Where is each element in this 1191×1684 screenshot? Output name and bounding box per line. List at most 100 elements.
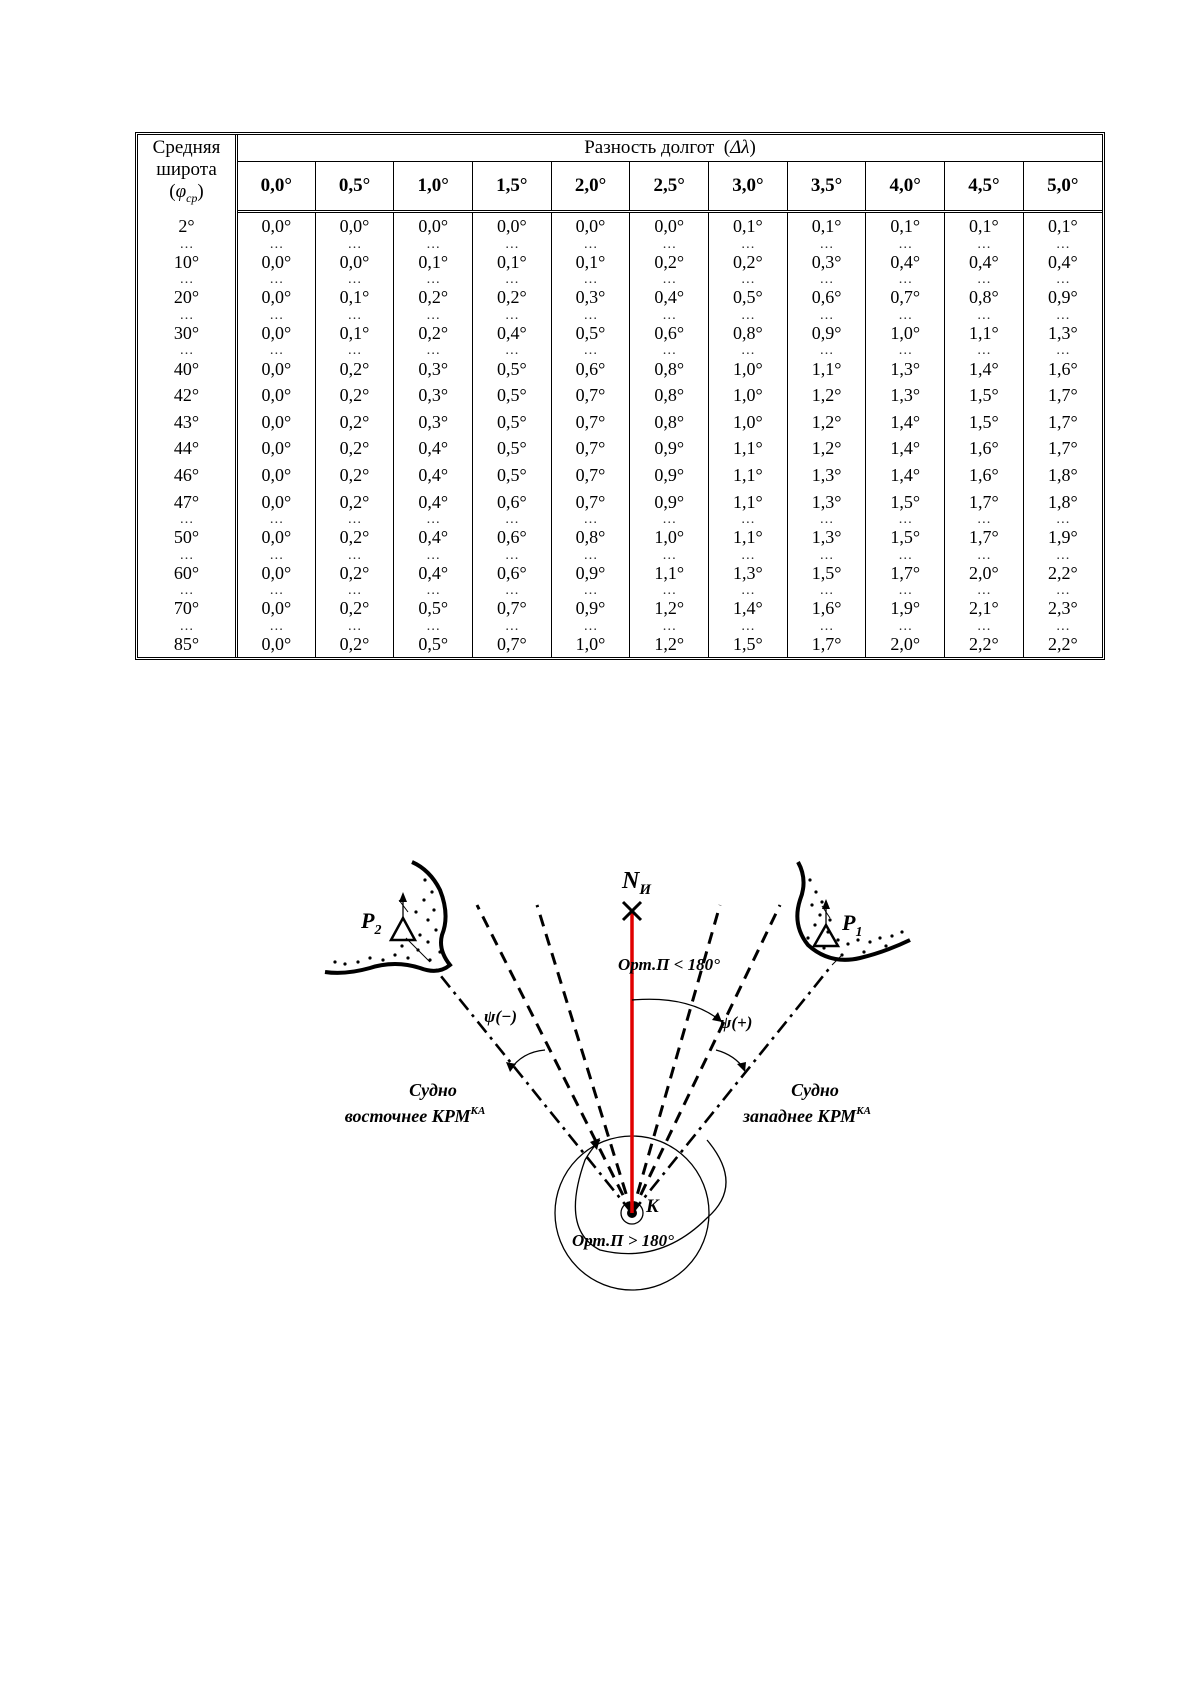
column-header: 0,0°: [235, 161, 316, 213]
ellipsis-cell: …: [1022, 584, 1102, 598]
correction-value-cell: 1,3°: [865, 355, 945, 382]
ellipsis-cell: …: [786, 619, 866, 633]
correction-value-cell: 0,2°: [314, 381, 394, 409]
correction-value-cell: 1,4°: [708, 595, 788, 622]
ellipsis-cell: …: [865, 619, 945, 633]
ellipsis-cell: …: [550, 237, 630, 251]
correction-value-cell: 0,7°: [472, 595, 552, 622]
correction-value-cell: 0,2°: [314, 523, 394, 551]
correction-value-cell: 0,0°: [393, 211, 473, 240]
ellipsis-cell: …: [944, 237, 1024, 251]
table-row: 2°0,0°0,0°0,0°0,0°0,0°0,0°0,1°0,1°0,1°0,…: [138, 211, 1102, 240]
ellipsis-cell: …: [944, 619, 1024, 633]
table-row: 47°0,0°0,2°0,4°0,6°0,7°0,9°1,1°1,3°1,5°1…: [138, 488, 1102, 515]
ellipsis-cell: …: [550, 512, 630, 526]
ellipsis-cell: …: [944, 344, 1024, 358]
correction-value-cell: 0,2°: [314, 461, 394, 489]
column-header: 2,5°: [629, 161, 709, 213]
ellipsis-cell: …: [314, 273, 394, 287]
ort-large-arrowhead: [590, 1138, 600, 1150]
correction-value-cell: 1,3°: [786, 461, 866, 489]
correction-value-cell: 1,0°: [708, 408, 788, 436]
ellipsis-cell: …: [786, 512, 866, 526]
correction-value-cell: 0,4°: [629, 284, 709, 311]
correction-value-cell: 0,6°: [472, 488, 552, 515]
correction-value-cell: 1,4°: [865, 408, 945, 436]
ort-large-label: Орт.П > 180°: [572, 1231, 674, 1250]
correction-value-cell: 1,8°: [1022, 461, 1102, 489]
latitude-cell: 43°: [138, 408, 238, 436]
latitude-cell: 46°: [138, 461, 238, 489]
correction-value-cell: 0,4°: [393, 559, 473, 587]
ellipsis-cell: …: [472, 584, 552, 598]
ellipsis-cell: …: [236, 344, 316, 358]
correction-value-cell: 0,0°: [314, 211, 394, 240]
correction-value-cell: 1,4°: [865, 461, 945, 489]
table-row: 40°0,0°0,2°0,3°0,5°0,6°0,8°1,0°1,1°1,3°1…: [138, 355, 1102, 382]
correction-value-cell: 1,6°: [1022, 355, 1102, 382]
ellipsis-cell: …: [138, 619, 238, 633]
ellipsis-cell: …: [472, 237, 552, 251]
ellipsis-cell: …: [1022, 512, 1102, 526]
correction-value-cell: 0,6°: [786, 284, 866, 311]
ship-west-line2: западнее КРМКА: [742, 1105, 871, 1126]
ort-small-label: Орт.П < 180°: [618, 955, 720, 974]
ellipsis-cell: …: [550, 548, 630, 562]
correction-value-cell: 0,6°: [472, 523, 552, 551]
correction-value-cell: 0,9°: [550, 595, 630, 622]
ellipsis-cell: …: [550, 308, 630, 322]
correction-value-cell: 0,8°: [550, 523, 630, 551]
correction-value-cell: 0,3°: [550, 284, 630, 311]
latitude-header: Средняя широта (φср): [138, 135, 238, 212]
correction-value-cell: 1,0°: [865, 319, 945, 347]
correction-value-cell: 0,0°: [550, 211, 630, 240]
correction-value-cell: 2,1°: [944, 595, 1024, 622]
correction-value-cell: 0,0°: [236, 435, 316, 462]
correction-value-cell: 1,8°: [1022, 488, 1102, 515]
ellipsis-cell: …: [314, 512, 394, 526]
correction-value-cell: 0,2°: [314, 408, 394, 436]
correction-value-cell: 1,7°: [1022, 381, 1102, 409]
ellipsis-cell: …: [472, 548, 552, 562]
correction-value-cell: 0,5°: [550, 319, 630, 347]
latitude-symbol-sub: ср: [186, 191, 198, 206]
column-header: 4,0°: [865, 161, 945, 213]
ellipsis-cell: …: [629, 619, 709, 633]
longitude-difference-header: Разность долгот (Δλ): [235, 135, 1102, 162]
bearing-line-p1: [630, 964, 834, 1214]
correction-value-cell: 1,0°: [550, 630, 630, 658]
ort-small-arc: [631, 998, 723, 1023]
correction-value-cell: 0,5°: [393, 595, 473, 622]
ellipsis-cell: …: [865, 584, 945, 598]
correction-value-cell: 0,7°: [550, 435, 630, 462]
ellipsis-cell: …: [708, 308, 788, 322]
ellipsis-cell: …: [708, 344, 788, 358]
correction-value-cell: 1,5°: [944, 408, 1024, 436]
latitude-cell: 42°: [138, 381, 238, 409]
ellipsis-cell: …: [629, 584, 709, 598]
column-header: 2,0°: [550, 161, 630, 213]
ellipsis-cell: …: [944, 548, 1024, 562]
correction-value-cell: 0,2°: [393, 284, 473, 311]
ellipsis-cell: …: [314, 619, 394, 633]
psi-plus-label: ψ(+): [720, 1013, 752, 1032]
correction-value-cell: 1,5°: [865, 488, 945, 515]
correction-value-cell: 0,3°: [393, 381, 473, 409]
shore-dots-left: [333, 878, 442, 966]
ellipsis-cell: …: [314, 308, 394, 322]
table-row: 10°0,0°0,0°0,1°0,1°0,1°0,2°0,2°0,3°0,4°0…: [138, 248, 1102, 276]
correction-value-cell: 0,0°: [629, 211, 709, 240]
correction-value-cell: 0,9°: [550, 559, 630, 587]
ellipsis-cell: …: [708, 237, 788, 251]
table-row: 43°0,0°0,2°0,3°0,5°0,7°0,8°1,0°1,2°1,4°1…: [138, 408, 1102, 436]
correction-value-cell: 0,0°: [236, 461, 316, 489]
correction-value-cell: 1,3°: [786, 488, 866, 515]
ellipsis-row: ………………………………: [138, 344, 1102, 358]
correction-value-cell: 1,5°: [865, 523, 945, 551]
psi-minus-arrowhead: [506, 1062, 516, 1072]
ellipsis-cell: …: [629, 512, 709, 526]
correction-value-cell: 0,8°: [629, 355, 709, 382]
latitude-cell: 10°: [138, 248, 238, 276]
ellipsis-cell: …: [472, 619, 552, 633]
correction-value-cell: 0,0°: [236, 630, 316, 658]
